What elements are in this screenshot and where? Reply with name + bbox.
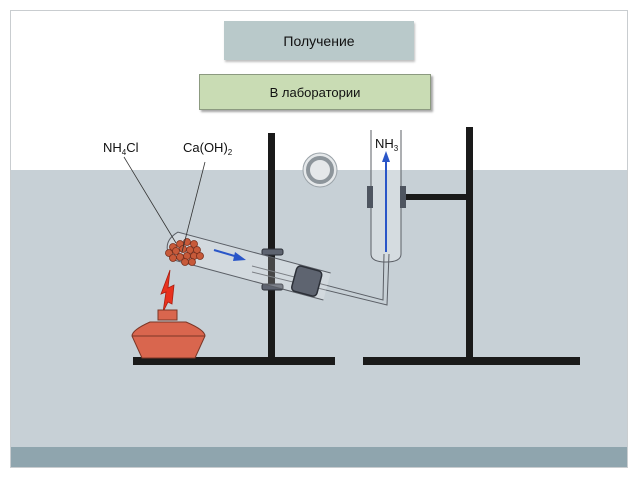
stopper (290, 265, 323, 297)
gas-flow-arrowhead (233, 252, 246, 261)
slide-subtitle: В лаборатории (269, 84, 361, 100)
background-band (11, 170, 627, 447)
collection-clamp-left (367, 186, 373, 208)
reaction-tube (166, 231, 331, 301)
gas-flow-up-arrowhead (382, 151, 390, 162)
bottom-bar (11, 447, 627, 467)
right-stand-rod (466, 127, 473, 361)
right-clamp-arm (403, 194, 469, 200)
collection-clamp-right (400, 186, 406, 208)
slide-title: Получение (283, 32, 355, 49)
title-box: Получение (224, 21, 414, 60)
clamp-upper (261, 248, 284, 256)
flame-icon (160, 269, 175, 313)
label-nh3: NH3 (375, 136, 399, 153)
label-nh4cl: NH4Cl (103, 140, 139, 157)
left-stand-rod (268, 133, 275, 361)
burner-icon (131, 309, 206, 359)
nav-ring-icon (302, 152, 338, 188)
caoh2-pointer (181, 161, 206, 253)
gas-flow-arrow (213, 249, 239, 258)
reagent-granules (165, 238, 204, 266)
label-caoh2: Ca(OH)2 (183, 140, 233, 157)
nh4cl-pointer (123, 156, 177, 244)
subtitle-button[interactable]: В лаборатории (199, 74, 431, 110)
left-stand-base (133, 357, 335, 365)
right-stand-base (363, 357, 580, 365)
